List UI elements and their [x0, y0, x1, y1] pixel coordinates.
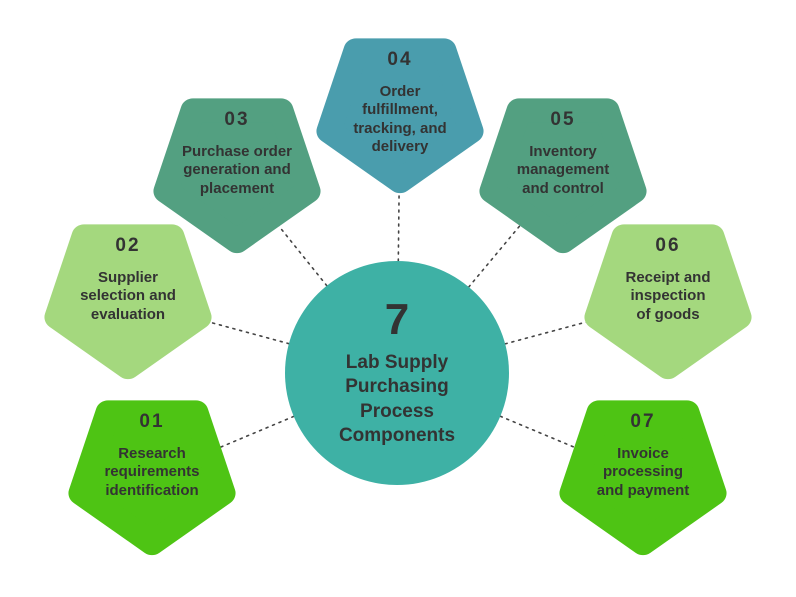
step-label: Receipt and inspection of goods [625, 269, 711, 323]
step-number: 04 [387, 49, 413, 70]
step-label: Inventory management and control [516, 143, 610, 197]
step-number: 02 [115, 235, 141, 256]
step-content: 03 Purchase order generation and placeme… [148, 88, 326, 260]
center-number: 7 [384, 294, 410, 344]
step-label: Research requirements identification [104, 445, 200, 499]
step-number: 05 [550, 109, 576, 130]
step-number: 06 [655, 235, 681, 256]
pentagon-shape [153, 98, 321, 254]
step-content: 01 Research requirements identification [63, 390, 241, 562]
step-06: 06 Receipt and inspection of goods [579, 214, 757, 386]
step-label: Order fulfillment, tracking, and deliver… [353, 83, 447, 155]
step-03: 03 Purchase order generation and placeme… [148, 88, 326, 260]
step-content: 02 Supplier selection and evaluation [39, 214, 217, 386]
step-02: 02 Supplier selection and evaluation [39, 214, 217, 386]
pentagon-shape [44, 224, 212, 380]
step-07: 07 Invoice processing and payment [554, 390, 732, 562]
step-content: 04 Order fulfillment, tracking, and deli… [311, 28, 489, 200]
center-title: Lab Supply Purchasing Process Components [338, 351, 456, 446]
step-label: Supplier selection and evaluation [80, 269, 176, 323]
step-04: 04 Order fulfillment, tracking, and deli… [311, 28, 489, 200]
step-number: 07 [630, 411, 656, 432]
center-circle: 7 Lab Supply Purchasing Process Componen… [285, 261, 509, 485]
step-content: 05 Inventory management and control [474, 88, 652, 260]
connector-line-06 [396, 299, 669, 374]
pentagon-shape [559, 400, 727, 556]
pentagon-shape [584, 224, 752, 380]
step-01: 01 Research requirements identification [63, 390, 241, 562]
pentagon-shape [316, 38, 484, 194]
step-label: Invoice processing and payment [596, 445, 690, 499]
step-content: 07 Invoice processing and payment [554, 390, 732, 562]
step-label: Purchase order generation and placement [181, 143, 293, 197]
pentagon-shape [479, 98, 647, 254]
step-05: 05 Inventory management and control [474, 88, 652, 260]
step-number: 03 [224, 109, 250, 130]
step-number: 01 [139, 411, 165, 432]
pentagon-shape [68, 400, 236, 556]
step-content: 06 Receipt and inspection of goods [579, 214, 757, 386]
